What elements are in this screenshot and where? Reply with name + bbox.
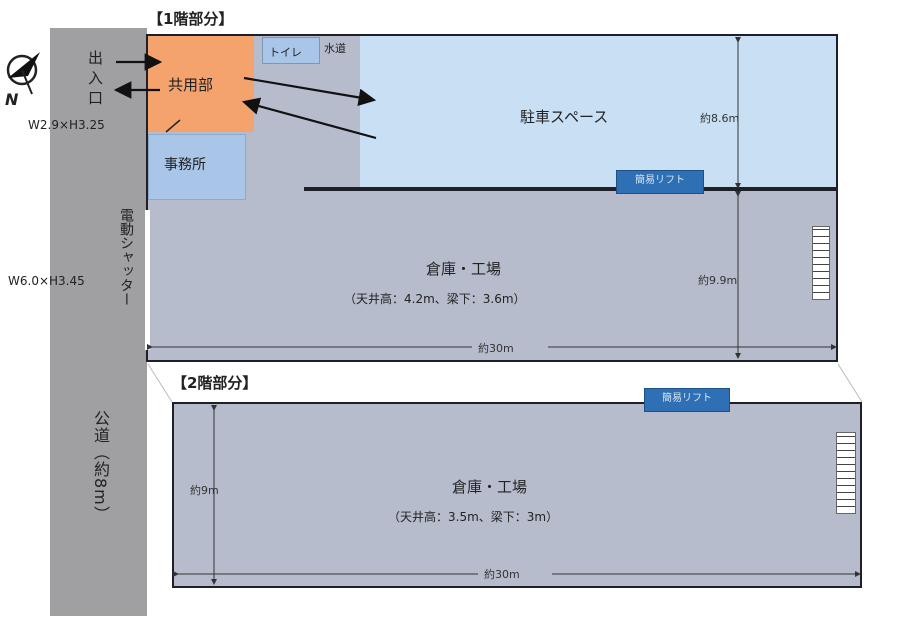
warehouse2-label: 倉庫・工場 [452, 478, 528, 496]
water-label: 水道 [324, 42, 346, 55]
toilet-room [262, 37, 320, 64]
office-label: 事務所 [164, 157, 206, 173]
warehouse1-label: 倉庫・工場 [426, 260, 502, 278]
lift-floor1: 簡易リフト [616, 170, 704, 194]
road-label: 公道（約8m） [91, 410, 110, 523]
floor2-heading: 【2階部分】 [172, 374, 258, 392]
public-road [50, 28, 147, 616]
shutter-label: 電動シャッター [118, 208, 134, 306]
compass-north-label: N [5, 90, 19, 109]
shutter-size: W6.0×H3.45 [8, 274, 85, 288]
stairs-icon [812, 226, 830, 300]
entrance-size: W2.9×H3.25 [28, 118, 105, 132]
arrow-icon [243, 76, 377, 107]
floor2-outline [172, 402, 862, 588]
common-area [148, 36, 254, 132]
stairs-icon [836, 432, 856, 514]
parking-wall [304, 187, 838, 191]
common-area-label: 共用部 [168, 76, 214, 94]
floor2-width-label: 約30m [484, 568, 520, 581]
toilet-label: トイレ [269, 46, 302, 59]
floor1-width-label: 約30m [478, 342, 514, 355]
parking-depth-label: 約8.6m [700, 112, 740, 125]
parking-label: 駐車スペース [520, 108, 609, 126]
entrance-label: 出入口 [88, 49, 104, 107]
warehouse2-height: （天井高：3.5m、梁下：3m） [388, 510, 559, 524]
office-room [148, 134, 246, 200]
parking-area [360, 36, 836, 190]
arrow-icon [241, 97, 377, 140]
floor1-heading: 【1階部分】 [148, 10, 234, 28]
shutter-line [145, 210, 150, 350]
lift-floor2: 簡易リフト [644, 388, 730, 412]
compass-icon [6, 52, 40, 95]
warehouse1-depth-label: 約9.9m [698, 274, 738, 287]
warehouse1-height: （天井高：4.2m、梁下：3.6m） [344, 292, 526, 306]
